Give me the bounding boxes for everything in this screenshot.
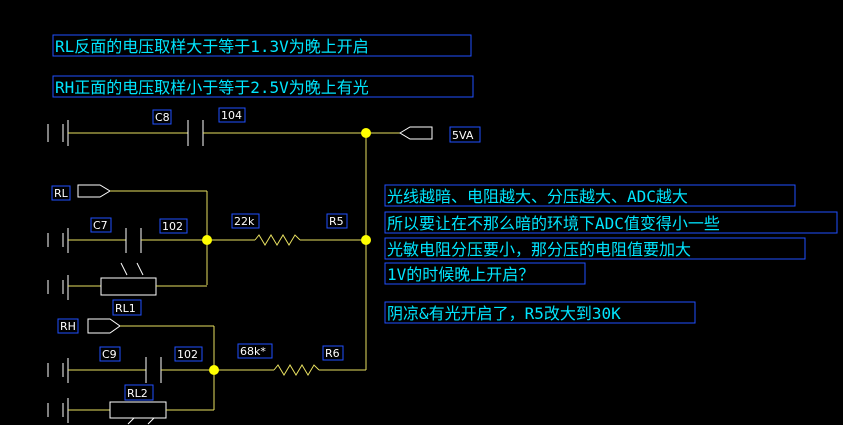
c9-ref: C9: [102, 348, 117, 361]
note-1-text: RL反面的电压取样大于等于1.3V为晚上开启: [55, 37, 369, 56]
note-3-text: 光线越暗、电阻越大、分压越大、ADC越大: [387, 187, 688, 206]
rl2-light-arrow: [127, 417, 135, 425]
rl1-branch: RL1: [47, 262, 207, 316]
junction-r5: [361, 235, 371, 245]
note-2: RH正面的电压取样小于等于2.5V为晚上有光: [52, 75, 474, 98]
note-7: 阴凉&有光开启了，R5改大到30K: [384, 301, 696, 324]
r6-value: 68k*: [240, 345, 266, 358]
r6: 68k* R6: [214, 343, 366, 376]
note-6-text: 1V的时候晚上开启？: [387, 265, 534, 284]
c8-ref: C8: [155, 111, 170, 124]
port-5va: [399, 126, 433, 140]
junction-rh: [209, 365, 219, 375]
rl2-branch: RL2: [47, 384, 214, 425]
rl2-ref: RL2: [127, 387, 148, 400]
r6-ref: R6: [325, 347, 340, 360]
junction-vcc-top: [361, 128, 371, 138]
port-rh-label: RH: [60, 320, 76, 333]
note-1: RL反面的电压取样大于等于1.3V为晚上开启: [52, 34, 472, 57]
c8-value: 104: [221, 109, 242, 122]
rl2-body: [109, 401, 167, 419]
c8-branch: C8 104 5VA: [47, 107, 481, 146]
c9-branch: C9 102: [47, 346, 214, 383]
port-rl: [77, 184, 111, 198]
note-2-text: RH正面的电压取样小于等于2.5V为晚上有光: [55, 78, 369, 97]
note-7-text: 阴凉&有光开启了，R5改大到30K: [387, 304, 621, 323]
rl1-body: [100, 277, 157, 296]
r5-value: 22k: [234, 215, 255, 228]
port-rh: [87, 318, 121, 334]
c7-branch: C7 102: [47, 217, 207, 253]
note-4-text: 所以要让在不那么暗的环境下ADC值变得小一些: [387, 214, 720, 233]
r5-ref: R5: [329, 215, 344, 228]
note-5-text: 光敏电阻分压要小，那分压的电阻值要加大: [387, 240, 691, 259]
c7-value: 102: [162, 220, 183, 233]
junction-rl: [202, 235, 212, 245]
rl1-light-arrow: [120, 262, 128, 276]
port-rl-label: RL: [54, 187, 69, 200]
r5: 22k R5: [207, 213, 366, 246]
port-5va-label: 5VA: [452, 129, 474, 142]
note-block: 光线越暗、电阻越大、分压越大、ADC越大 所以要让在不那么暗的环境下ADC值变得…: [384, 184, 838, 285]
rl1-ref: RL1: [115, 302, 136, 315]
c7-ref: C7: [93, 219, 108, 232]
c9-value: 102: [177, 348, 198, 361]
rl-net: RL: [51, 184, 208, 285]
